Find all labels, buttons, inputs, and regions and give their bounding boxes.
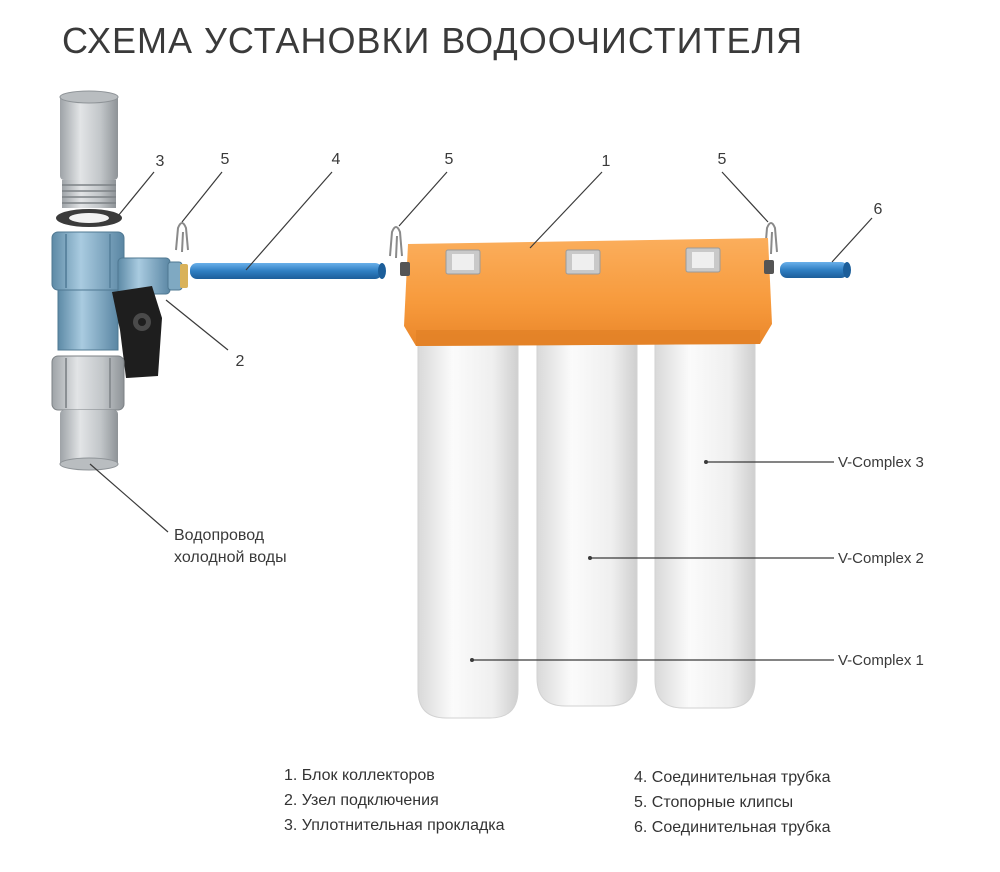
- connecting-tube-6: [780, 262, 848, 278]
- legend-left: 1. Блок коллекторов 2. Узел подключения …: [284, 763, 505, 838]
- collector-block: [400, 238, 774, 346]
- callout-3: 3: [156, 153, 165, 170]
- callout-4: 4: [332, 151, 341, 168]
- callout-5-left: 5: [221, 151, 230, 168]
- water-supply-label-line2: холодной воды: [174, 549, 287, 566]
- callout-5-middle: 5: [445, 151, 454, 168]
- page-title: СХЕМА УСТАНОВКИ ВОДООЧИСТИТЕЛЯ: [62, 20, 804, 61]
- filter-label-3: V-Complex 3: [838, 454, 924, 471]
- tee-top-nut: [51, 231, 125, 291]
- top-pipe: [60, 95, 118, 180]
- filter-cartridge-2: [536, 329, 638, 707]
- leader-dots: [470, 460, 708, 662]
- filter-label-1: V-Complex 1: [838, 652, 924, 669]
- lock-clip-1: [175, 222, 189, 253]
- water-supply-label-line1: Водопровод: [174, 527, 265, 544]
- bottom-nut: [51, 355, 125, 411]
- legend-item: 3. Уплотнительная прокладка: [284, 817, 505, 834]
- legend-item: 5. Стопорные клипсы: [634, 794, 794, 811]
- legend-item: 2. Узел подключения: [284, 792, 439, 809]
- top-pipe-thread: [62, 180, 116, 208]
- lock-clip-3: [764, 222, 778, 255]
- callout-6: 6: [874, 201, 883, 218]
- legend-item: 6. Соединительная трубка: [634, 819, 831, 836]
- lock-clip-2: [389, 226, 403, 259]
- callout-1: 1: [602, 153, 611, 170]
- leader-lines: [89, 171, 873, 661]
- valve-handle: [112, 286, 162, 378]
- filter-cartridge-1: [417, 329, 519, 719]
- legend-item: 1. Блок коллекторов: [284, 767, 435, 784]
- legend-item: 4. Соединительная трубка: [634, 769, 831, 786]
- connecting-tube-4: [190, 263, 382, 279]
- legend-right: 4. Соединительная трубка 5. Стопорные кл…: [634, 765, 831, 840]
- tap-fitting-assembly: [51, 90, 188, 471]
- callout-5-right: 5: [718, 151, 727, 168]
- filter-cartridge-3: [654, 329, 756, 709]
- bottom-pipe: [60, 410, 118, 466]
- filter-label-2: V-Complex 2: [838, 550, 924, 567]
- callout-2: 2: [236, 353, 245, 370]
